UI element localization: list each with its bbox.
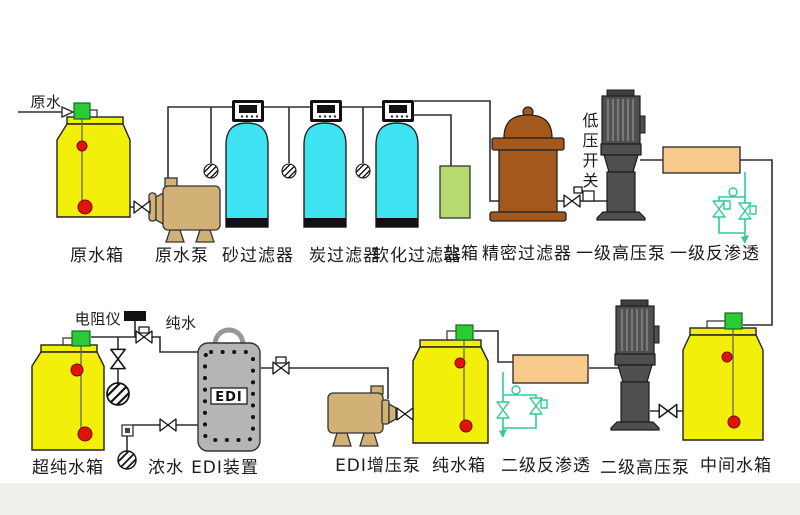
label-precision-filter: 精密过滤器 — [482, 244, 572, 264]
level-sensor-icon — [77, 199, 93, 215]
intermediate-water-tank — [682, 312, 764, 441]
raw-water-pump — [148, 177, 221, 243]
drain-arrow-icon — [499, 429, 507, 438]
drain-icon — [103, 378, 132, 408]
valve-flag-icon — [749, 205, 757, 215]
label-resistivity-meter: 电阻仪 — [75, 310, 122, 328]
sample-valve-icon — [201, 161, 219, 180]
level-sensor-icon — [721, 351, 733, 363]
precision-filter-vessel — [489, 106, 567, 222]
gauge-icon — [511, 385, 521, 395]
label-ro2: 二级反渗透 — [501, 456, 591, 476]
pipe-edipump-edi — [261, 367, 389, 399]
label-mid-tank: 中间水箱 — [700, 456, 772, 476]
footer-strip — [0, 483, 800, 515]
valve-icon — [712, 200, 726, 218]
label-edi-pump: EDI增压泵 — [335, 456, 421, 476]
valve-icon — [396, 407, 414, 421]
concentrate-port-dot — [125, 428, 130, 433]
float-switch-icon — [73, 102, 91, 120]
stage1-ro-housing — [662, 146, 741, 174]
drain-icon — [114, 447, 137, 471]
pipe-f3-salt — [414, 114, 452, 166]
valve-icon — [658, 403, 678, 419]
level-sensor-icon — [76, 140, 88, 152]
level-sensor-icon — [70, 363, 84, 377]
edi-booster-pump — [327, 385, 397, 447]
drain-arrow-icon — [741, 235, 749, 244]
label-pure-water: 纯水 — [165, 314, 196, 332]
pump-foot — [359, 432, 379, 447]
valve-icon — [272, 361, 290, 375]
ro2-concentrate-valves — [496, 372, 548, 438]
label-hp-pump1: 一级高压泵 — [576, 244, 666, 264]
valve-icon — [133, 200, 151, 214]
salt-tank-vessel — [439, 165, 471, 219]
sample-valve-icon — [279, 161, 297, 180]
pump-foot — [332, 432, 352, 447]
carbon-filter-vessel — [303, 99, 347, 228]
ultrapure-water-tank — [31, 330, 105, 451]
stage2-ro-housing — [512, 354, 589, 384]
label-salt-tank: 盐箱 — [443, 244, 479, 264]
pipe-pump1-filters — [167, 106, 232, 178]
low-pressure-switch-icon — [582, 190, 595, 202]
raw-water-tank — [56, 102, 131, 218]
float-switch-icon — [455, 324, 474, 341]
handle-icon — [212, 327, 246, 346]
label-edi-unit: EDI装置 — [191, 458, 259, 478]
label-carbon-filter: 炭过滤器 — [309, 246, 381, 266]
gauge-icon — [728, 187, 738, 197]
valve-flag-icon — [138, 326, 150, 334]
level-sensor-icon — [77, 426, 93, 442]
valve-flag-icon — [275, 356, 287, 364]
valve-icon — [496, 401, 510, 419]
pure-water-tank — [412, 324, 489, 444]
pipe-edi-pure-out — [91, 336, 198, 353]
sample-valve-icon — [353, 161, 371, 180]
edi-unit-body: EDI — [197, 327, 261, 452]
valve-flag-icon — [540, 399, 548, 409]
label-raw-water-inlet: 原水 — [30, 93, 61, 111]
bolt-dots — [203, 350, 255, 442]
edi-badge — [210, 387, 248, 405]
level-sensor-icon — [727, 415, 741, 429]
pipe-f3-precision — [414, 100, 500, 202]
valve-flag-icon — [723, 200, 731, 210]
ro1-concentrate-valves — [712, 172, 757, 244]
float-switch-icon — [724, 312, 743, 330]
valve-icon — [529, 397, 543, 415]
label-softener-filter: 软化过滤器 — [372, 246, 462, 266]
label-ultrapure-tank: 超纯水箱 — [32, 458, 104, 478]
pipe-ro2-puretank — [474, 330, 513, 363]
edi-badge-text: EDI — [215, 390, 243, 405]
valve-flag-icon — [573, 186, 583, 194]
label-raw-pump: 原水泵 — [155, 246, 209, 266]
label-raw-tank: 原水箱 — [70, 246, 124, 266]
valve-icon — [738, 202, 752, 220]
pipe-ro1-midtank — [740, 159, 773, 326]
label-lp-switch: 低压开关 — [580, 112, 599, 192]
valve-icon — [110, 348, 126, 370]
label-ro1: 一级反渗透 — [670, 244, 760, 264]
level-sensor-icon — [459, 419, 473, 433]
label-hp-pump2: 二级高压泵 — [600, 458, 690, 478]
valve-icon — [159, 418, 177, 432]
pump-foot — [195, 229, 215, 243]
softener-filter-vessel — [375, 99, 419, 228]
resistivity-meter-icon — [124, 311, 146, 321]
inlet-arrow-icon — [61, 105, 75, 119]
pipe-sample-drops — [210, 107, 364, 163]
float-switch-icon — [71, 330, 91, 347]
label-concentrate: 浓水 — [148, 458, 184, 478]
valve-icon — [563, 194, 581, 208]
pump-foot — [165, 229, 185, 243]
label-pure-tank: 纯水箱 — [432, 456, 486, 476]
label-sand-filter: 砂过滤器 — [222, 246, 294, 266]
sand-filter-vessel — [225, 99, 269, 228]
level-sensor-icon — [454, 357, 466, 369]
